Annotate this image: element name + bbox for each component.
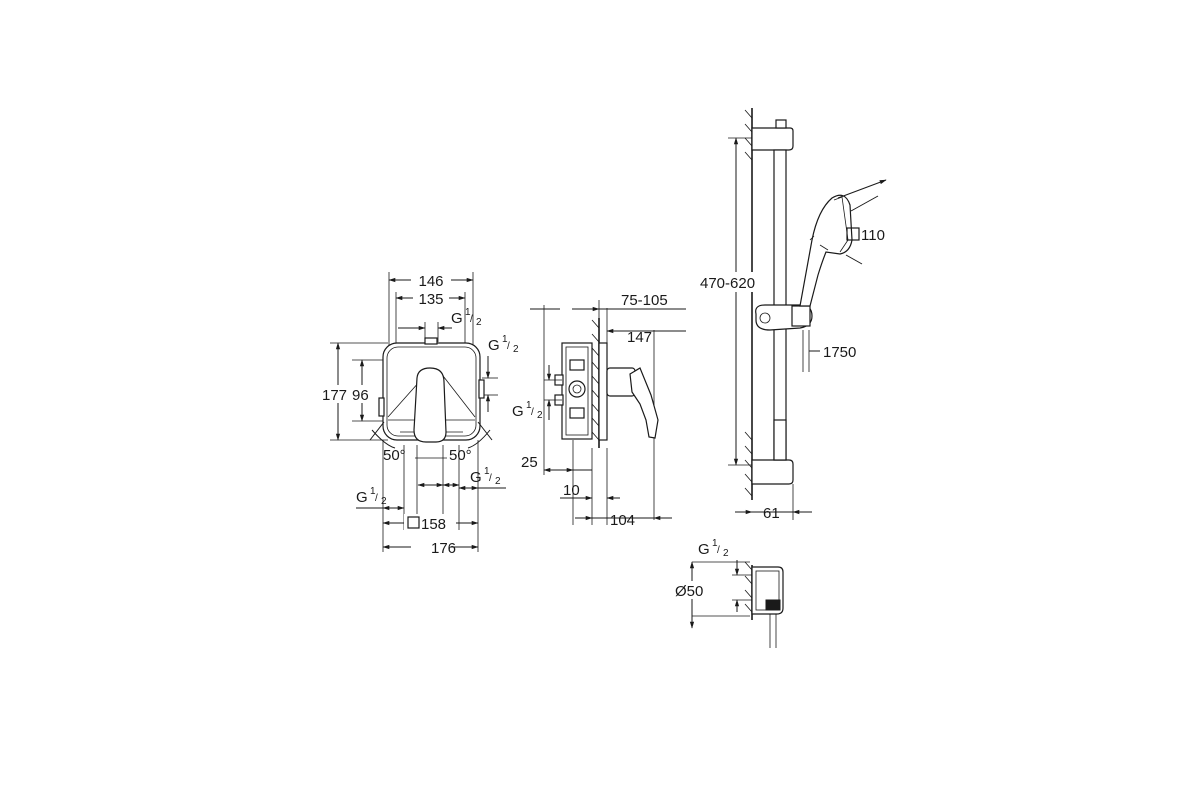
svg-text:/: /: [470, 314, 473, 325]
svg-text:2: 2: [381, 496, 387, 507]
shower-rail-view: 470-620 1750 110 61: [700, 108, 887, 522]
bottom-bracket: [751, 459, 794, 485]
svg-text:2: 2: [723, 548, 729, 559]
svg-text:1: 1: [484, 466, 490, 477]
dim-158: 158: [421, 516, 446, 533]
svg-text:/: /: [489, 473, 492, 484]
svg-text:2: 2: [537, 410, 543, 421]
dim-177: 177: [322, 387, 347, 404]
g-elbow-label: G: [698, 541, 710, 558]
angle-right: 50°: [449, 447, 472, 464]
g-right-label: G: [488, 337, 500, 354]
dim-75-105: 75-105: [621, 292, 668, 309]
svg-text:1: 1: [502, 334, 508, 345]
side-view: 75-105 147 G 1 / 2 25 10: [512, 292, 686, 529]
svg-text:1: 1: [465, 307, 471, 318]
dim-1750: 1750: [823, 344, 856, 361]
svg-text:1: 1: [712, 538, 718, 549]
g-bottom-left-label: G: [356, 489, 368, 506]
angle-left: 50°: [383, 447, 406, 464]
g-top-label: G: [451, 310, 463, 327]
dim-104: 104: [610, 512, 635, 529]
g-side-label: G: [512, 403, 524, 420]
side-lever: [629, 367, 659, 439]
dim-61: 61: [763, 505, 780, 522]
dim-470-620: 470-620: [700, 275, 755, 292]
dim-96: 96: [352, 387, 369, 404]
svg-text:2: 2: [513, 344, 519, 355]
svg-text:/: /: [717, 545, 720, 556]
svg-text:1: 1: [370, 486, 376, 497]
top-bracket: [751, 127, 794, 151]
dim-d50: Ø50: [675, 583, 703, 600]
dim-176: 176: [431, 540, 456, 557]
g-bottom-right-label: G: [470, 469, 482, 486]
svg-text:/: /: [507, 341, 510, 352]
svg-text:2: 2: [495, 476, 501, 487]
dim-10: 10: [563, 482, 580, 499]
svg-text:1: 1: [526, 400, 532, 411]
dim-25: 25: [521, 454, 538, 471]
front-view: 146 135 G 1 / 2 G 1 / 2 177 96: [318, 271, 519, 557]
dim-135: 135: [418, 291, 443, 308]
svg-text:/: /: [531, 407, 534, 418]
svg-text:2: 2: [476, 317, 482, 328]
svg-text:/: /: [375, 493, 378, 504]
dim-146: 146: [418, 273, 443, 290]
dim-110: 110: [861, 227, 885, 244]
dim-147: 147: [627, 329, 652, 346]
concealed-body: [561, 342, 593, 440]
wall-elbow-view: G 1 / 2 Ø50: [672, 538, 784, 648]
mixer-lever: [413, 367, 447, 443]
